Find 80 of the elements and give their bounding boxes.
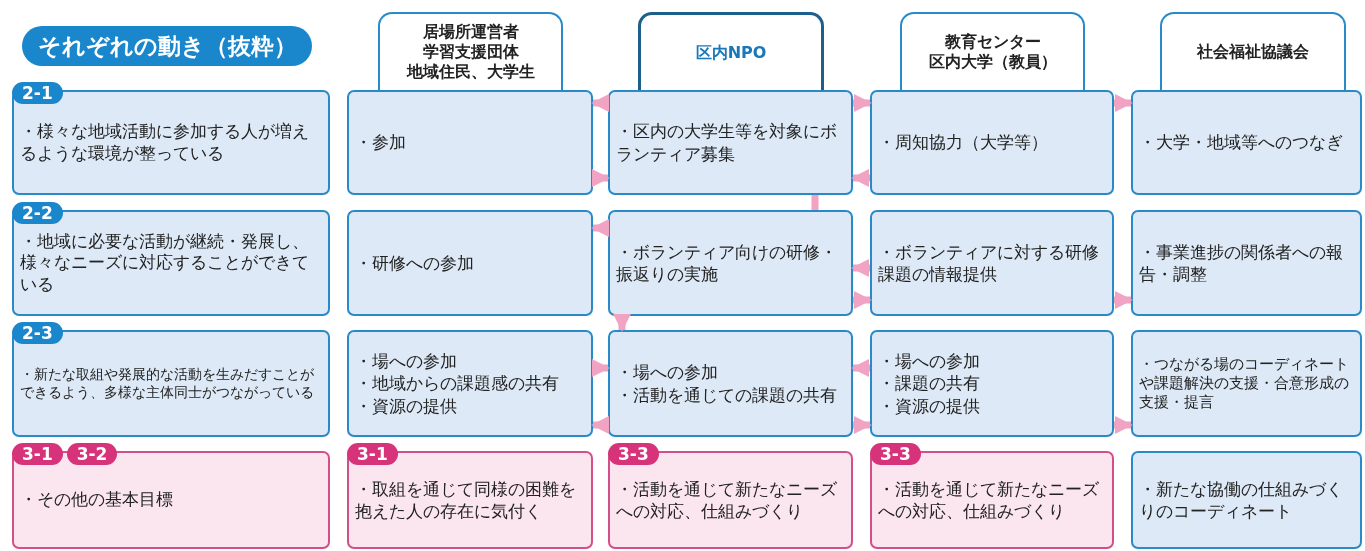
goal-text: ・場への参加 — [355, 350, 458, 373]
goal-card — [870, 330, 1114, 437]
goal-text: ・区内の大学生等を対象にボランティア募集 — [616, 120, 838, 165]
goal-card — [12, 202, 330, 316]
goal-text: ・ボランティアに対する研修課題の情報提供 — [878, 240, 1100, 286]
column-heading: 学習支援団体 — [421, 42, 520, 62]
goal-card — [347, 210, 593, 316]
goal-card — [608, 210, 853, 316]
arrow — [1114, 291, 1133, 309]
goal-text: ・つながる場のコーディネートや課題解決の支援・合意形成の支援・提言 — [1139, 355, 1350, 412]
arrow — [1114, 416, 1133, 434]
goal-card — [608, 330, 853, 437]
arrow — [591, 169, 610, 187]
goal-number: 2-1 — [12, 82, 63, 104]
column-heading: 社会福祉協議会 — [1196, 42, 1310, 62]
goal-card — [12, 443, 330, 549]
goal-card — [1131, 210, 1362, 316]
column-heading: 区内NPO — [694, 42, 768, 63]
goal-text: ・資源の提供 — [878, 394, 981, 417]
goal-number: 3-3 — [608, 443, 659, 465]
goal-number: 2-2 — [12, 202, 63, 224]
goal-text: ・周知協力（大学等） — [878, 131, 1049, 154]
arrow — [591, 94, 610, 112]
goal-text: ・その他の基本目標 — [20, 489, 174, 511]
goal-text: ・新たな取組や発展的な活動を生みだすことができるよう、多様な主体同士がつながっている — [20, 365, 315, 402]
arrow — [1114, 94, 1133, 112]
column-heading: 居場所運営者 — [421, 22, 520, 42]
goal-text: ・資源の提供 — [355, 394, 458, 417]
arrow — [853, 416, 872, 434]
goal-number: 3-1 — [12, 443, 63, 465]
goal-text: ・研修への参加 — [355, 251, 475, 275]
column-heading: 区内大学（教員） — [927, 52, 1058, 72]
column-header-tab — [900, 12, 1085, 90]
goal-text: ・大学・地域等へのつなぎ — [1139, 131, 1344, 154]
goal-card — [870, 210, 1114, 316]
goal-text: ・地域に必要な活動が継続・発展し、様々なニーズに対応することができている — [20, 230, 310, 296]
goal-text: ・参加 — [355, 131, 407, 154]
arrow — [853, 291, 872, 309]
column-heading: 教育センター — [943, 32, 1042, 52]
goal-text: ・活動を通じての課題の共有 — [616, 383, 838, 406]
goal-card — [347, 90, 593, 195]
goal-card — [347, 330, 593, 437]
goal-card — [608, 90, 853, 195]
goal-text: ・事業進捗の関係者への報告・調整 — [1139, 240, 1344, 286]
goal-text: ・新たな協働の仕組みづくりのコーディネート — [1139, 477, 1344, 523]
goal-card — [347, 443, 593, 549]
column-header-tab — [378, 12, 563, 90]
goal-text: ・場への参加 — [878, 350, 981, 373]
goal-text: ・課題の共有 — [878, 372, 981, 395]
arrow — [851, 359, 870, 377]
arrow — [613, 313, 631, 332]
column-header-tab — [1160, 12, 1346, 90]
goal-text: ・活動を通じて新たなニーズへの対応、仕組みづくり — [878, 477, 1100, 523]
goal-number: 3-2 — [66, 443, 118, 465]
goal-card — [1131, 330, 1362, 437]
title-banner: それぞれの動き（抜粋） — [22, 26, 312, 66]
arrow — [851, 169, 870, 187]
arrow — [591, 359, 610, 377]
goal-card — [12, 82, 330, 195]
arrow — [851, 259, 870, 277]
goal-card — [1131, 90, 1362, 195]
arrow — [853, 94, 872, 112]
goal-text: ・取組を通じて同様の困難を抱えた人の存在に気付く — [355, 477, 577, 523]
goal-number: 3-1 — [347, 443, 398, 465]
goal-text: ・ボランティア向けの研修・振返りの実施 — [616, 240, 838, 286]
goal-number: 2-3 — [12, 322, 63, 344]
goal-text: ・活動を通じて新たなニーズへの対応、仕組みづくり — [616, 477, 838, 523]
goal-text: ・場への参加 — [616, 361, 719, 384]
goal-number: 3-3 — [870, 443, 921, 465]
arrow — [591, 219, 610, 237]
goal-text: ・様々な地域活動に参加する人が増えるような環境が整っている — [20, 121, 310, 164]
goal-card — [12, 322, 330, 437]
goal-card — [608, 443, 853, 549]
goal-text: ・地域からの課題感の共有 — [355, 372, 560, 395]
column-header-tab — [638, 12, 824, 90]
goal-card — [1131, 451, 1362, 549]
column-heading: 地域住民、大学生 — [405, 62, 536, 82]
goal-card — [870, 443, 1114, 549]
goal-card — [870, 90, 1114, 195]
arrow — [591, 416, 610, 434]
